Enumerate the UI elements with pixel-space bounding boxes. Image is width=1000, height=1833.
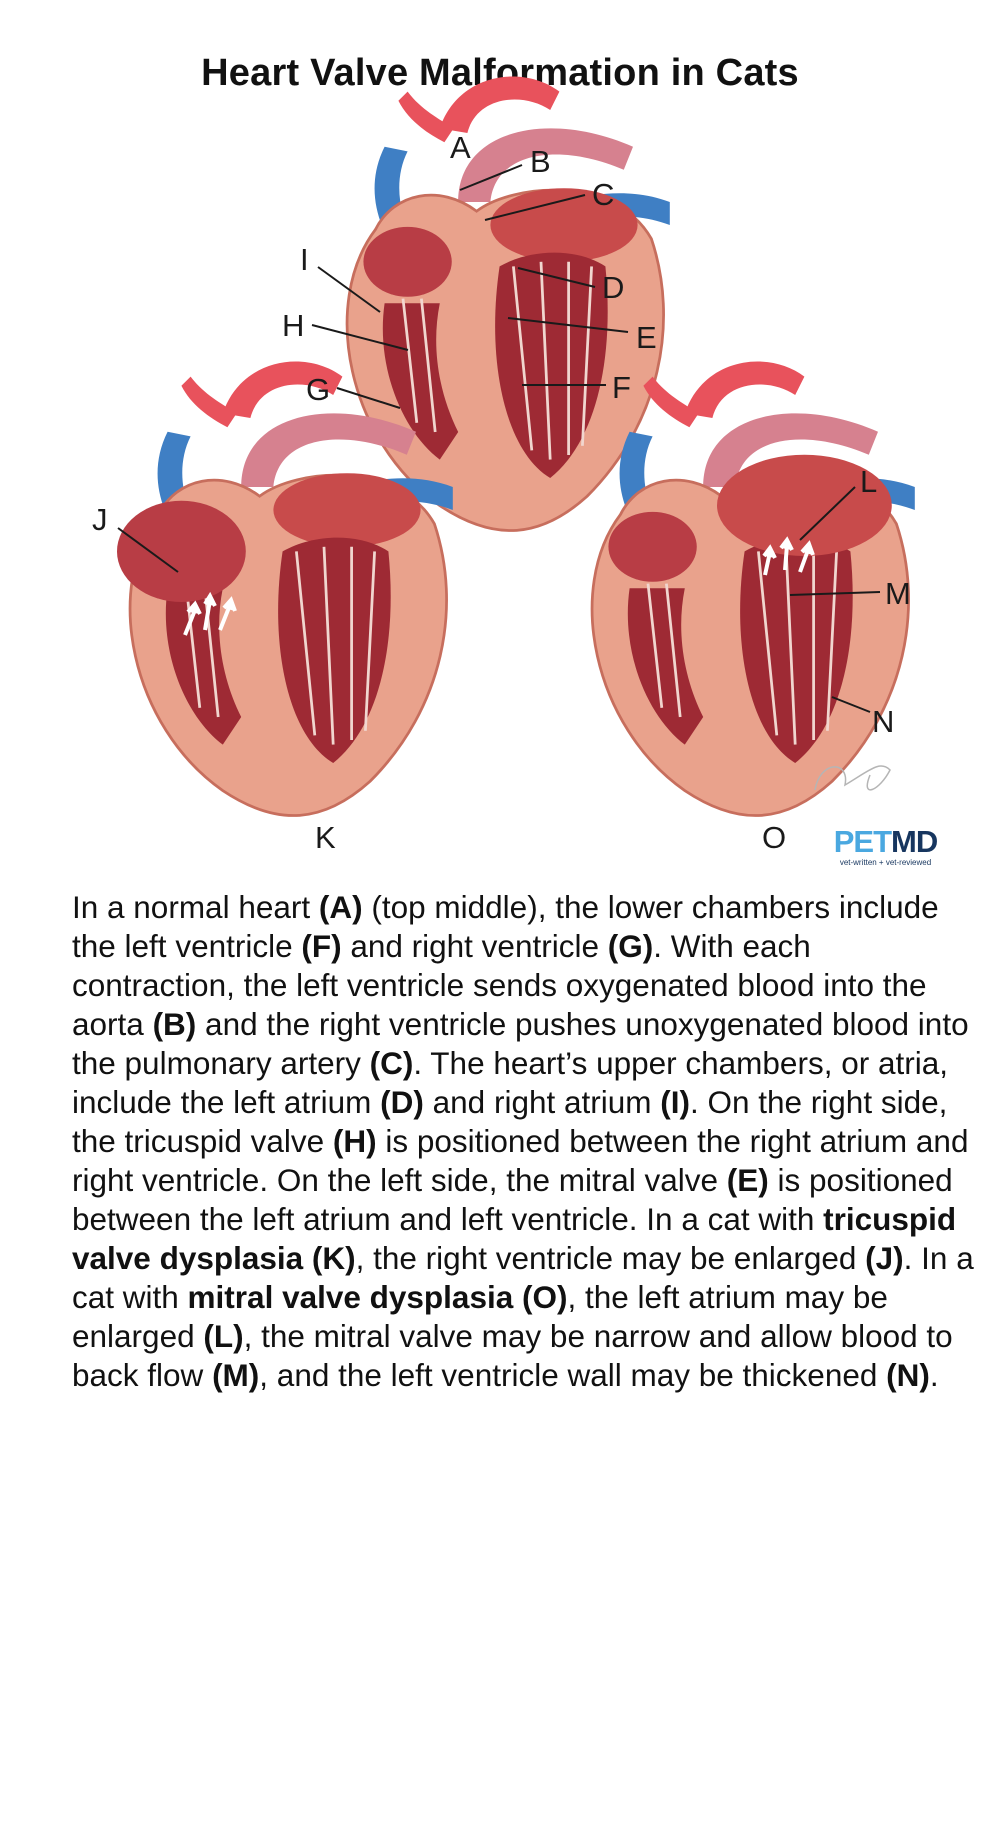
leader-line-j [117,527,179,573]
caption-bold-segment: (A) [318,889,363,925]
petmd-logo: PETMD vet-written + vet-reviewed [828,826,943,867]
caption-bold-segment: (E) [726,1162,769,1198]
leader-line-g [336,387,401,409]
caption-bold-segment: (N) [886,1357,930,1393]
caption-bold-segment: (G) [607,928,654,964]
caption-segment: (top middle), the lower chambers include… [72,889,939,964]
caption-segment: is positioned between the right atrium a… [72,1123,969,1198]
leader-line-b [459,164,523,191]
caption-bold-segment: (D) [380,1084,424,1120]
caption-segment: , the mitral valve may be narrow and all… [72,1318,953,1393]
caption-segment: , the left atrium may be enlarged [72,1279,888,1354]
label-o: O [762,820,786,855]
leader-line-m [789,591,881,596]
caption-segment: . With each contraction, the left ventri… [72,928,927,1042]
caption-bold-segment: tricuspid valve dysplasia (K) [72,1201,957,1276]
label-j: J [92,502,108,537]
label-l: L [860,464,877,499]
tricuspid-dysplasia-heart-illustration [117,362,453,816]
leader-line-n [831,696,871,713]
label-m: M [885,576,911,611]
caption-bold-segment: (I) [660,1084,690,1120]
diagram-caption: In a normal heart (A) (top middle), the … [72,888,977,1395]
caption-segment: and the right ventricle pushes unoxygena… [72,1006,969,1081]
artist-signature [814,765,891,791]
label-g: G [306,372,330,407]
caption-segment: . [929,1357,939,1393]
label-k: K [315,820,336,855]
mitral-dysplasia-heart-illustration [592,362,915,816]
leader-line-l [799,486,856,541]
caption-segment: , and the left ventricle wall may be thi… [259,1357,887,1393]
backflow-arrow-icon [183,591,237,636]
caption-bold-segment: (M) [212,1357,260,1393]
caption-bold-segment: (J) [865,1240,904,1276]
caption-bold-segment: (H) [332,1123,377,1159]
caption-bold-segment: (F) [301,928,342,964]
caption-segment: and right ventricle [341,928,608,964]
label-d: D [602,270,624,305]
label-c: C [592,177,614,212]
logo-pet: PET [833,824,892,859]
label-f: F [612,370,631,405]
caption-segment: and right atrium [423,1084,661,1120]
caption-segment: , the right ventricle may be enlarged [355,1240,866,1276]
leader-line-d [517,267,596,288]
logo-tagline: vet-written + vet-reviewed [839,858,932,867]
backflow-arrow-icon [762,536,815,576]
label-b: B [530,144,551,179]
label-n: N [872,704,894,739]
caption-bold-segment: mitral valve dysplasia (O) [187,1279,568,1315]
caption-segment: . The heart’s upper chambers, or atria, … [72,1045,948,1120]
caption-segment: In a normal heart [72,889,319,925]
caption-bold-segment: (L) [203,1318,244,1354]
label-a: A [450,130,471,165]
leader-line-e [507,317,629,333]
caption-segment: is positioned between the left atrium an… [72,1162,953,1237]
leader-line-c [484,194,586,221]
caption-bold-segment: (B) [152,1006,197,1042]
caption-segment: . On the right side, the tricuspid valve [72,1084,948,1159]
leader-line-h [311,324,409,351]
heart-diagram: A B C I D H E G F J L M N K O [92,0,1000,855]
caption-segment: . In a cat with [72,1240,974,1315]
logo-md: MD [891,824,938,859]
label-h: H [282,308,304,343]
label-i: I [300,242,309,277]
caption-bold-segment: (C) [369,1045,414,1081]
label-e: E [636,320,657,355]
leader-line-i [317,266,381,313]
